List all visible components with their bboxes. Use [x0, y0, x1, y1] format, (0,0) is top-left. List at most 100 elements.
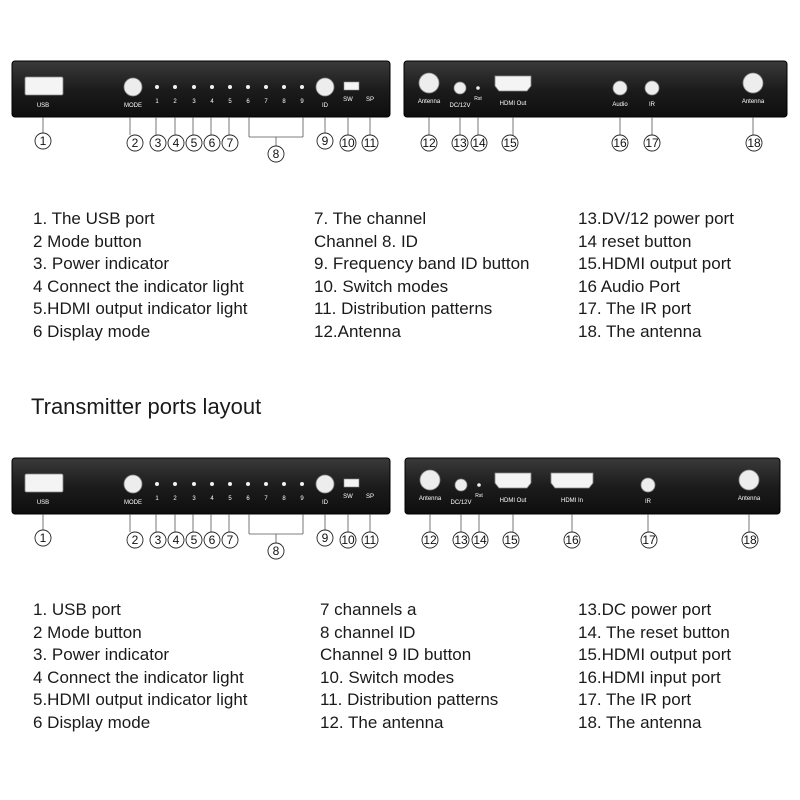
callout-18-circle — [745, 134, 763, 152]
legend-top-column-3: 13.DV/12 power port 14 reset button 15.H… — [578, 208, 734, 343]
legend-item: 14. The reset button — [578, 622, 730, 642]
sp-label: SP — [366, 494, 374, 500]
usb-port — [24, 76, 64, 96]
led-number-label: 2 — [173, 99, 177, 105]
callout-15-number: 15 — [504, 533, 518, 547]
indicator-led — [300, 85, 304, 89]
callout-10-circle — [339, 134, 357, 152]
led-number-label: 6 — [246, 99, 250, 105]
led-number-label: 9 — [300, 496, 304, 502]
legend-item: 16 Audio Port — [578, 276, 681, 296]
indicator-led — [192, 482, 196, 486]
indicator-led — [300, 482, 304, 486]
legend-bottom-column-3: 13.DC power port 14. The reset button 15… — [578, 599, 731, 734]
indicator-led — [210, 85, 214, 89]
led-number-label: 7 — [264, 99, 268, 105]
callout-2-number: 2 — [132, 533, 139, 547]
led-number-label: 7 — [264, 496, 268, 502]
callout-9-circle — [316, 529, 334, 547]
legend-bottom-column-2: 7 channels a 8 channel ID Channel 9 ID b… — [320, 599, 498, 734]
back-panel-body — [404, 457, 781, 515]
indicator-led — [155, 85, 159, 89]
antenna-label: Antenna — [418, 99, 441, 105]
callout-11-number: 11 — [364, 533, 377, 547]
callout-12-circle — [421, 531, 439, 549]
callout-7-number: 7 — [227, 136, 234, 150]
legend-item: 3. Power indicator — [33, 645, 170, 664]
callout-13-circle — [452, 531, 470, 549]
id-button — [315, 77, 335, 97]
legend-item: 1. The USB port — [33, 209, 155, 228]
callout-12-circle — [420, 134, 438, 152]
antenna-port — [419, 469, 441, 491]
hdmi-in-label: HDMI In — [561, 498, 583, 504]
indicator-led — [228, 482, 232, 486]
legend-item: 11. Distribution patterns — [320, 690, 499, 709]
rst-label: Rst — [475, 493, 483, 499]
callout-14-number: 14 — [472, 136, 486, 150]
legend-item: 2 Mode button — [33, 231, 142, 251]
callout-2-number: 2 — [132, 136, 139, 150]
dc-power-port — [453, 81, 467, 95]
legend-bottom-column-1: 1. USB port 2 Mode button 3. Power indic… — [33, 599, 248, 734]
callout-17-number: 17 — [642, 533, 656, 547]
callout-7-circle — [221, 134, 239, 152]
legend-item: 10. Switch modes — [314, 276, 449, 296]
callout-13-number: 13 — [453, 136, 467, 150]
hdmi-out-label: HDMI Out — [500, 498, 527, 504]
legend-item: Channel 9 ID button — [320, 645, 472, 664]
callout-18-number: 18 — [747, 136, 761, 150]
legend-item: 1. USB port — [33, 600, 121, 619]
back-panel-body — [403, 60, 788, 118]
legend-item: 15.HDMI output port — [578, 254, 732, 273]
indicator-led — [192, 85, 196, 89]
callout-1-circle — [34, 529, 52, 547]
led-number-label: 3 — [192, 496, 196, 502]
callout-5-circle — [185, 531, 203, 549]
indicator-led — [246, 85, 250, 89]
callout-5-number: 5 — [191, 136, 198, 150]
callout-15-circle — [501, 134, 519, 152]
callout-6-circle — [203, 134, 221, 152]
ir-label: IR — [645, 499, 652, 505]
indicator-led — [264, 482, 268, 486]
antenna-port — [738, 469, 760, 491]
indicator-led — [155, 482, 159, 486]
callout-9-number: 9 — [322, 531, 329, 545]
indicator-led — [282, 482, 286, 486]
legend-item: 3. Power indicator — [33, 254, 170, 273]
legend-item: 10. Switch modes — [320, 667, 455, 687]
antenna-port — [418, 72, 440, 94]
callout-16-number: 16 — [613, 136, 627, 150]
hdmi-out-label: HDMI Out — [500, 101, 527, 107]
callout-8-circle — [267, 145, 285, 163]
legend-item: 18. The antenna — [578, 321, 702, 341]
callout-10-number: 10 — [341, 533, 355, 547]
hdmi-out-port — [494, 472, 532, 489]
callout-1-number: 1 — [40, 134, 47, 148]
legend-item: 4 Connect the indicator light — [33, 667, 244, 687]
callout-12-number: 12 — [423, 533, 437, 547]
led-number-label: 1 — [155, 496, 159, 502]
antenna-label: Antenna — [742, 99, 765, 105]
callout-8-number: 8 — [273, 147, 280, 161]
legend-item: 7 channels a — [320, 600, 417, 619]
callout-16-circle — [563, 531, 581, 549]
ir-port — [640, 477, 656, 493]
antenna-port — [742, 72, 764, 94]
id-label: ID — [322, 500, 329, 506]
callout-17-circle — [643, 134, 661, 152]
callout-4-circle — [167, 531, 185, 549]
sw-switch — [343, 81, 360, 91]
callout-14-number: 14 — [473, 533, 487, 547]
callout-8-circle — [267, 542, 285, 560]
mode-label: MODE — [124, 103, 142, 109]
callout-9-number: 9 — [322, 134, 329, 148]
indicator-led — [246, 482, 250, 486]
led-number-label: 9 — [300, 99, 304, 105]
callout-13-circle — [451, 134, 469, 152]
callout-17-circle — [640, 531, 658, 549]
